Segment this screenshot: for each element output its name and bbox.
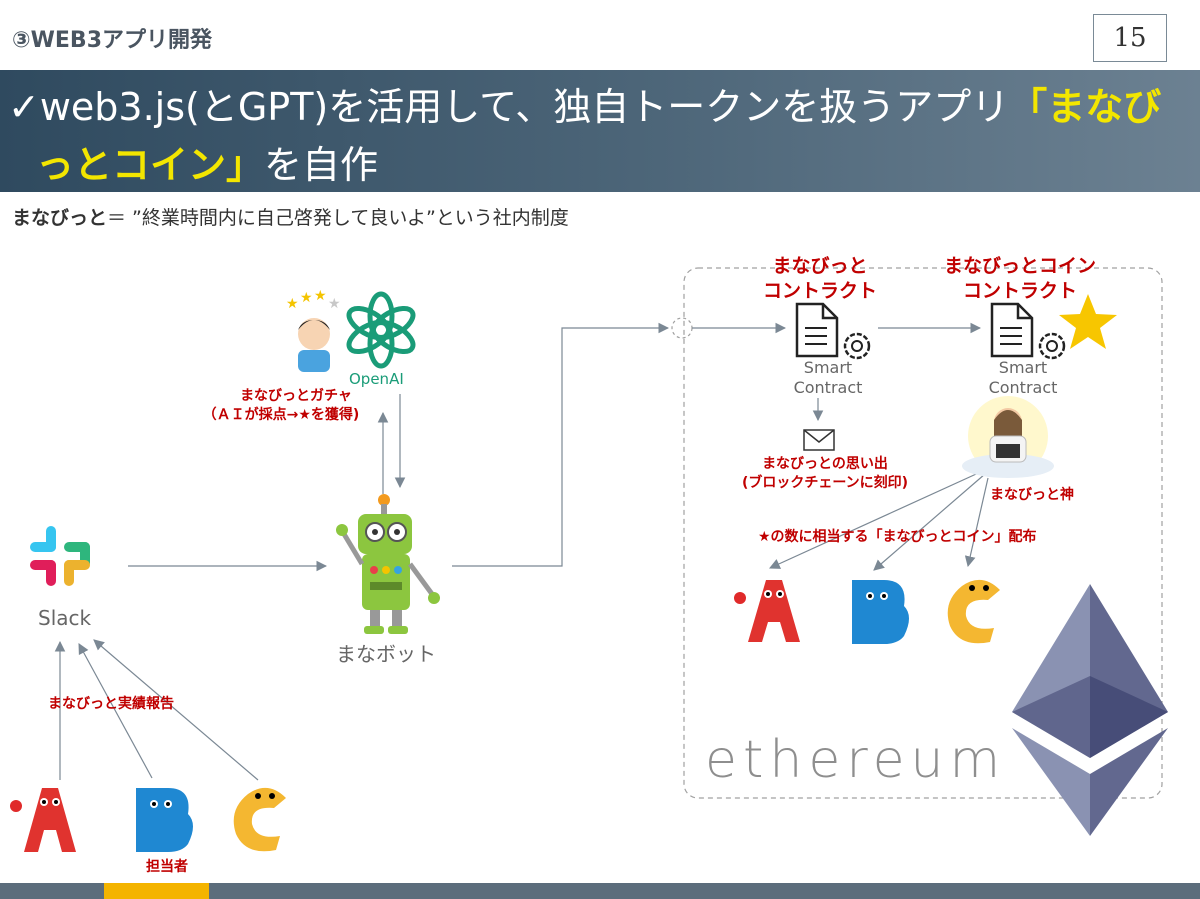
memory-label-1: まなびっとの思い出: [762, 456, 888, 472]
person-icon: ★ ★ ★ ★: [286, 288, 341, 372]
arrow-god-to-b: [873, 473, 986, 571]
footer-accent: [104, 883, 209, 899]
arrow-god-to-a: [769, 469, 986, 569]
gacha-label-2: （ＡＩが採点→★を獲得): [202, 407, 360, 423]
contract1-title-1: まなびっと: [772, 255, 868, 277]
svg-text:★: ★: [286, 296, 299, 312]
contract2-contract: Contract: [988, 378, 1058, 397]
footer-bar: [0, 883, 1200, 899]
report-label: まなびっと実績報告: [48, 696, 174, 712]
contract1-contract: Contract: [793, 378, 863, 397]
character-b-bottom-icon: [136, 788, 193, 852]
gacha-label-1: まなびっとガチャ: [240, 388, 352, 404]
title-line-2: っとコイン」を自作: [36, 134, 378, 189]
distribute-label: ★の数に相当する「まなびっとコイン」配布: [758, 529, 1037, 545]
contract1-title-2: コントラクト: [762, 280, 877, 302]
bot-label: まなボット: [336, 642, 436, 666]
title-band: [0, 70, 1200, 192]
title-highlight-1: 「まなび: [1009, 85, 1162, 129]
arrow-bot-to-ethereum: [452, 322, 670, 567]
title-line-1: ✓web3.js(とGPT)を活用して、独自トークンを扱うアプリ「まなび: [8, 76, 1161, 131]
ethereum-logo-icon: [1012, 584, 1168, 836]
contract2-title-1: まなびっとコイン: [943, 255, 1096, 277]
contract-2-icon: [990, 302, 1066, 360]
subtitle-term: まなびっと: [12, 207, 108, 229]
character-b-top-icon: [852, 580, 909, 644]
ethereum-wordmark: ethereum: [705, 730, 1007, 790]
star-icon: [1059, 294, 1117, 349]
memory-label-2: (ブロックチェーンに刻印): [741, 475, 909, 491]
god-icon: [962, 396, 1054, 478]
character-a-bottom-icon: [10, 788, 76, 852]
slack-icon: [30, 526, 90, 586]
title-text-1: web3.js(とGPT)を活用して、独自トークンを扱うアプリ: [39, 85, 1010, 129]
character-a-top-icon: [734, 580, 800, 642]
mail-icon: [803, 429, 835, 451]
person-label: 担当者: [146, 859, 188, 875]
openai-label: OpenAI: [349, 370, 404, 388]
title-highlight-2: っとコイン」: [36, 143, 265, 187]
arrow-b-to-slack: [78, 643, 153, 779]
section-title: ③WEB3アプリ開発: [12, 28, 212, 53]
svg-text:★: ★: [314, 288, 327, 304]
svg-text:★: ★: [300, 290, 313, 306]
svg-text:★: ★: [328, 296, 341, 312]
arrow-c-to-slack: [93, 639, 259, 781]
slack-label: Slack: [38, 606, 92, 630]
robot-icon: [336, 494, 440, 634]
god-label: まなびっと神: [990, 487, 1074, 503]
contract1-smart: Smart: [803, 358, 853, 377]
contract2-title-2: コントラクト: [962, 280, 1077, 302]
subtitle: まなびっと＝ ”終業時間内に自己啓発して良いよ”という社内制度: [12, 203, 569, 230]
junction-circle: [671, 317, 693, 339]
check-icon: ✓: [8, 85, 40, 129]
subtitle-definition: ＝ ”終業時間内に自己啓発して良いよ”という社内制度: [107, 207, 569, 229]
character-c-bottom-icon: [233, 787, 286, 852]
character-c-top-icon: [947, 579, 1000, 644]
contract-1-icon: [795, 302, 871, 360]
openai-icon: [346, 291, 416, 369]
arrow-god-to-c: [964, 477, 989, 568]
title-text-2: を自作: [264, 143, 379, 187]
page-number: 15: [1093, 14, 1167, 62]
ethereum-container: [683, 267, 1163, 799]
contract2-smart: Smart: [998, 358, 1048, 377]
